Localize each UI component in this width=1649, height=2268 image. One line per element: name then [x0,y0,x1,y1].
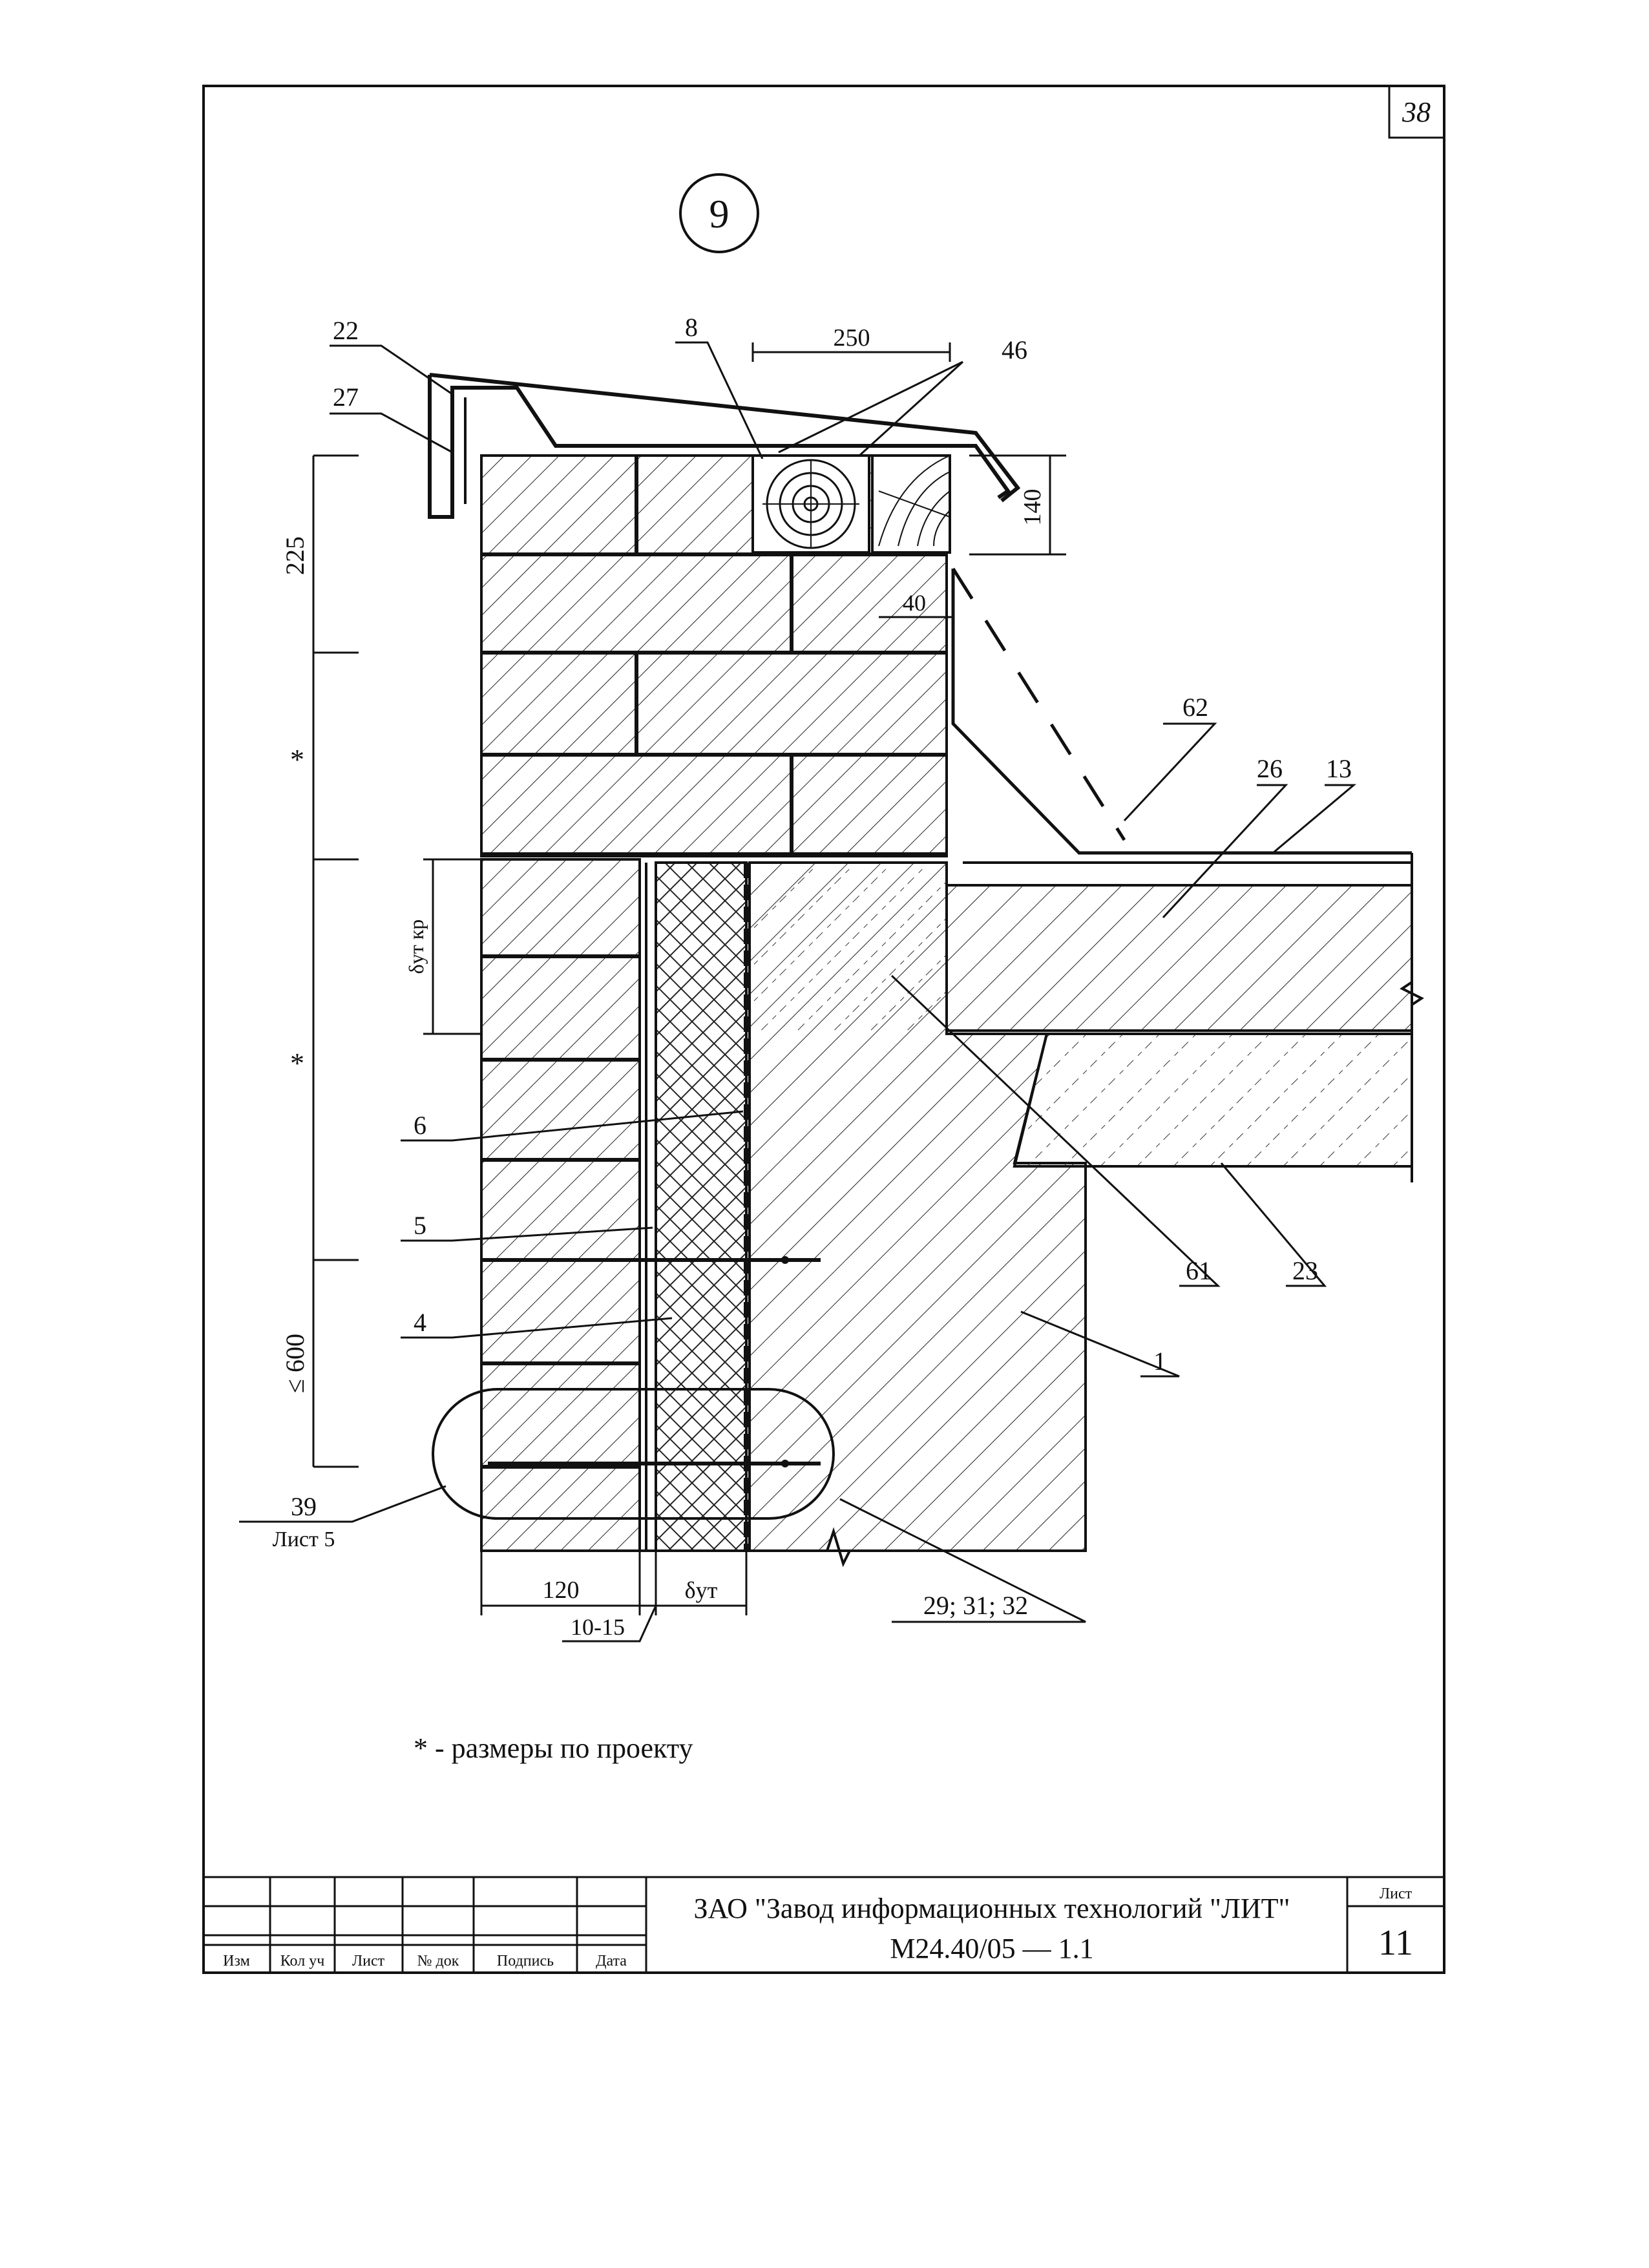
dim-140: 140 [1019,489,1046,526]
label-46: 46 [1002,335,1027,364]
dim-40: 40 [903,590,926,616]
label-61: 61 [1186,1256,1212,1285]
dim-star-2: * [290,1047,304,1079]
leader-lines [239,341,1357,1623]
label-8: 8 [685,313,698,342]
note-dimensions-by-project: * - размеры по проекту [414,1732,693,1764]
title-col-list: Лист [352,1953,385,1969]
callout-39-outline [432,1388,835,1520]
label-5: 5 [414,1211,426,1240]
timber-beams [751,454,951,554]
sheet-corner-number: 38 [1402,96,1431,128]
label-39: 39 [291,1492,317,1521]
facing-brick-leaf [480,858,641,1552]
dim-delta-ut-kr: δут кр [404,919,428,974]
title-col-date: Дата [596,1953,627,1969]
dimension-lines [312,342,1066,1643]
break-line-bottom [481,1527,1086,1568]
insert-block-61 [753,866,947,1031]
label-62: 62 [1182,693,1208,722]
label-6: 6 [414,1111,426,1140]
title-sheet-number: 11 [1378,1923,1413,1963]
detail-bubble [679,173,759,253]
sheet-frame [202,85,1445,1974]
dim-120: 120 [543,1577,580,1604]
label-22: 22 [333,316,359,345]
title-organization: ЗАО "Завод информационных технологий "ЛИ… [694,1893,1290,1924]
title-sheet-label: Лист [1380,1885,1413,1902]
label-26: 26 [1257,754,1283,783]
parapet-flashing [428,373,1021,519]
title-col-izm: Изм [223,1953,250,1969]
dim-250: 250 [834,324,870,352]
detail-number: 9 [709,193,730,236]
label-13: 13 [1326,754,1352,783]
wall-ties [488,1256,821,1467]
sheet-corner-box [1388,85,1445,139]
dim-10-15: 10-15 [571,1614,625,1640]
counter-flashing-dashed [951,567,1126,841]
title-document-code: М24.40/05 — 1.1 [890,1933,1093,1964]
dim-delta-ut: δут [685,1577,718,1603]
roof-flashing [951,569,1412,855]
insulation-layer [655,861,748,1552]
label-39-sheet: Лист 5 [273,1528,335,1551]
dim-600: ≤ 600 [280,1334,310,1393]
label-29-31-32: 29; 31; 32 [923,1591,1028,1620]
roof-slab [945,884,1413,1032]
title-col-doc: № док [417,1953,459,1969]
label-1: 1 [1153,1347,1166,1376]
title-col-kol-uch: Кол уч [280,1953,325,1969]
break-line-right [1400,853,1424,1182]
label-27: 27 [333,383,359,412]
label-23: 23 [1292,1256,1318,1285]
title-block [204,1876,1444,1973]
dim-225: 225 [280,536,310,575]
label-4: 4 [414,1308,426,1337]
floor-beam [1013,1033,1413,1168]
title-col-signature: Подпись [497,1953,554,1969]
dim-star-1: * [290,744,304,775]
